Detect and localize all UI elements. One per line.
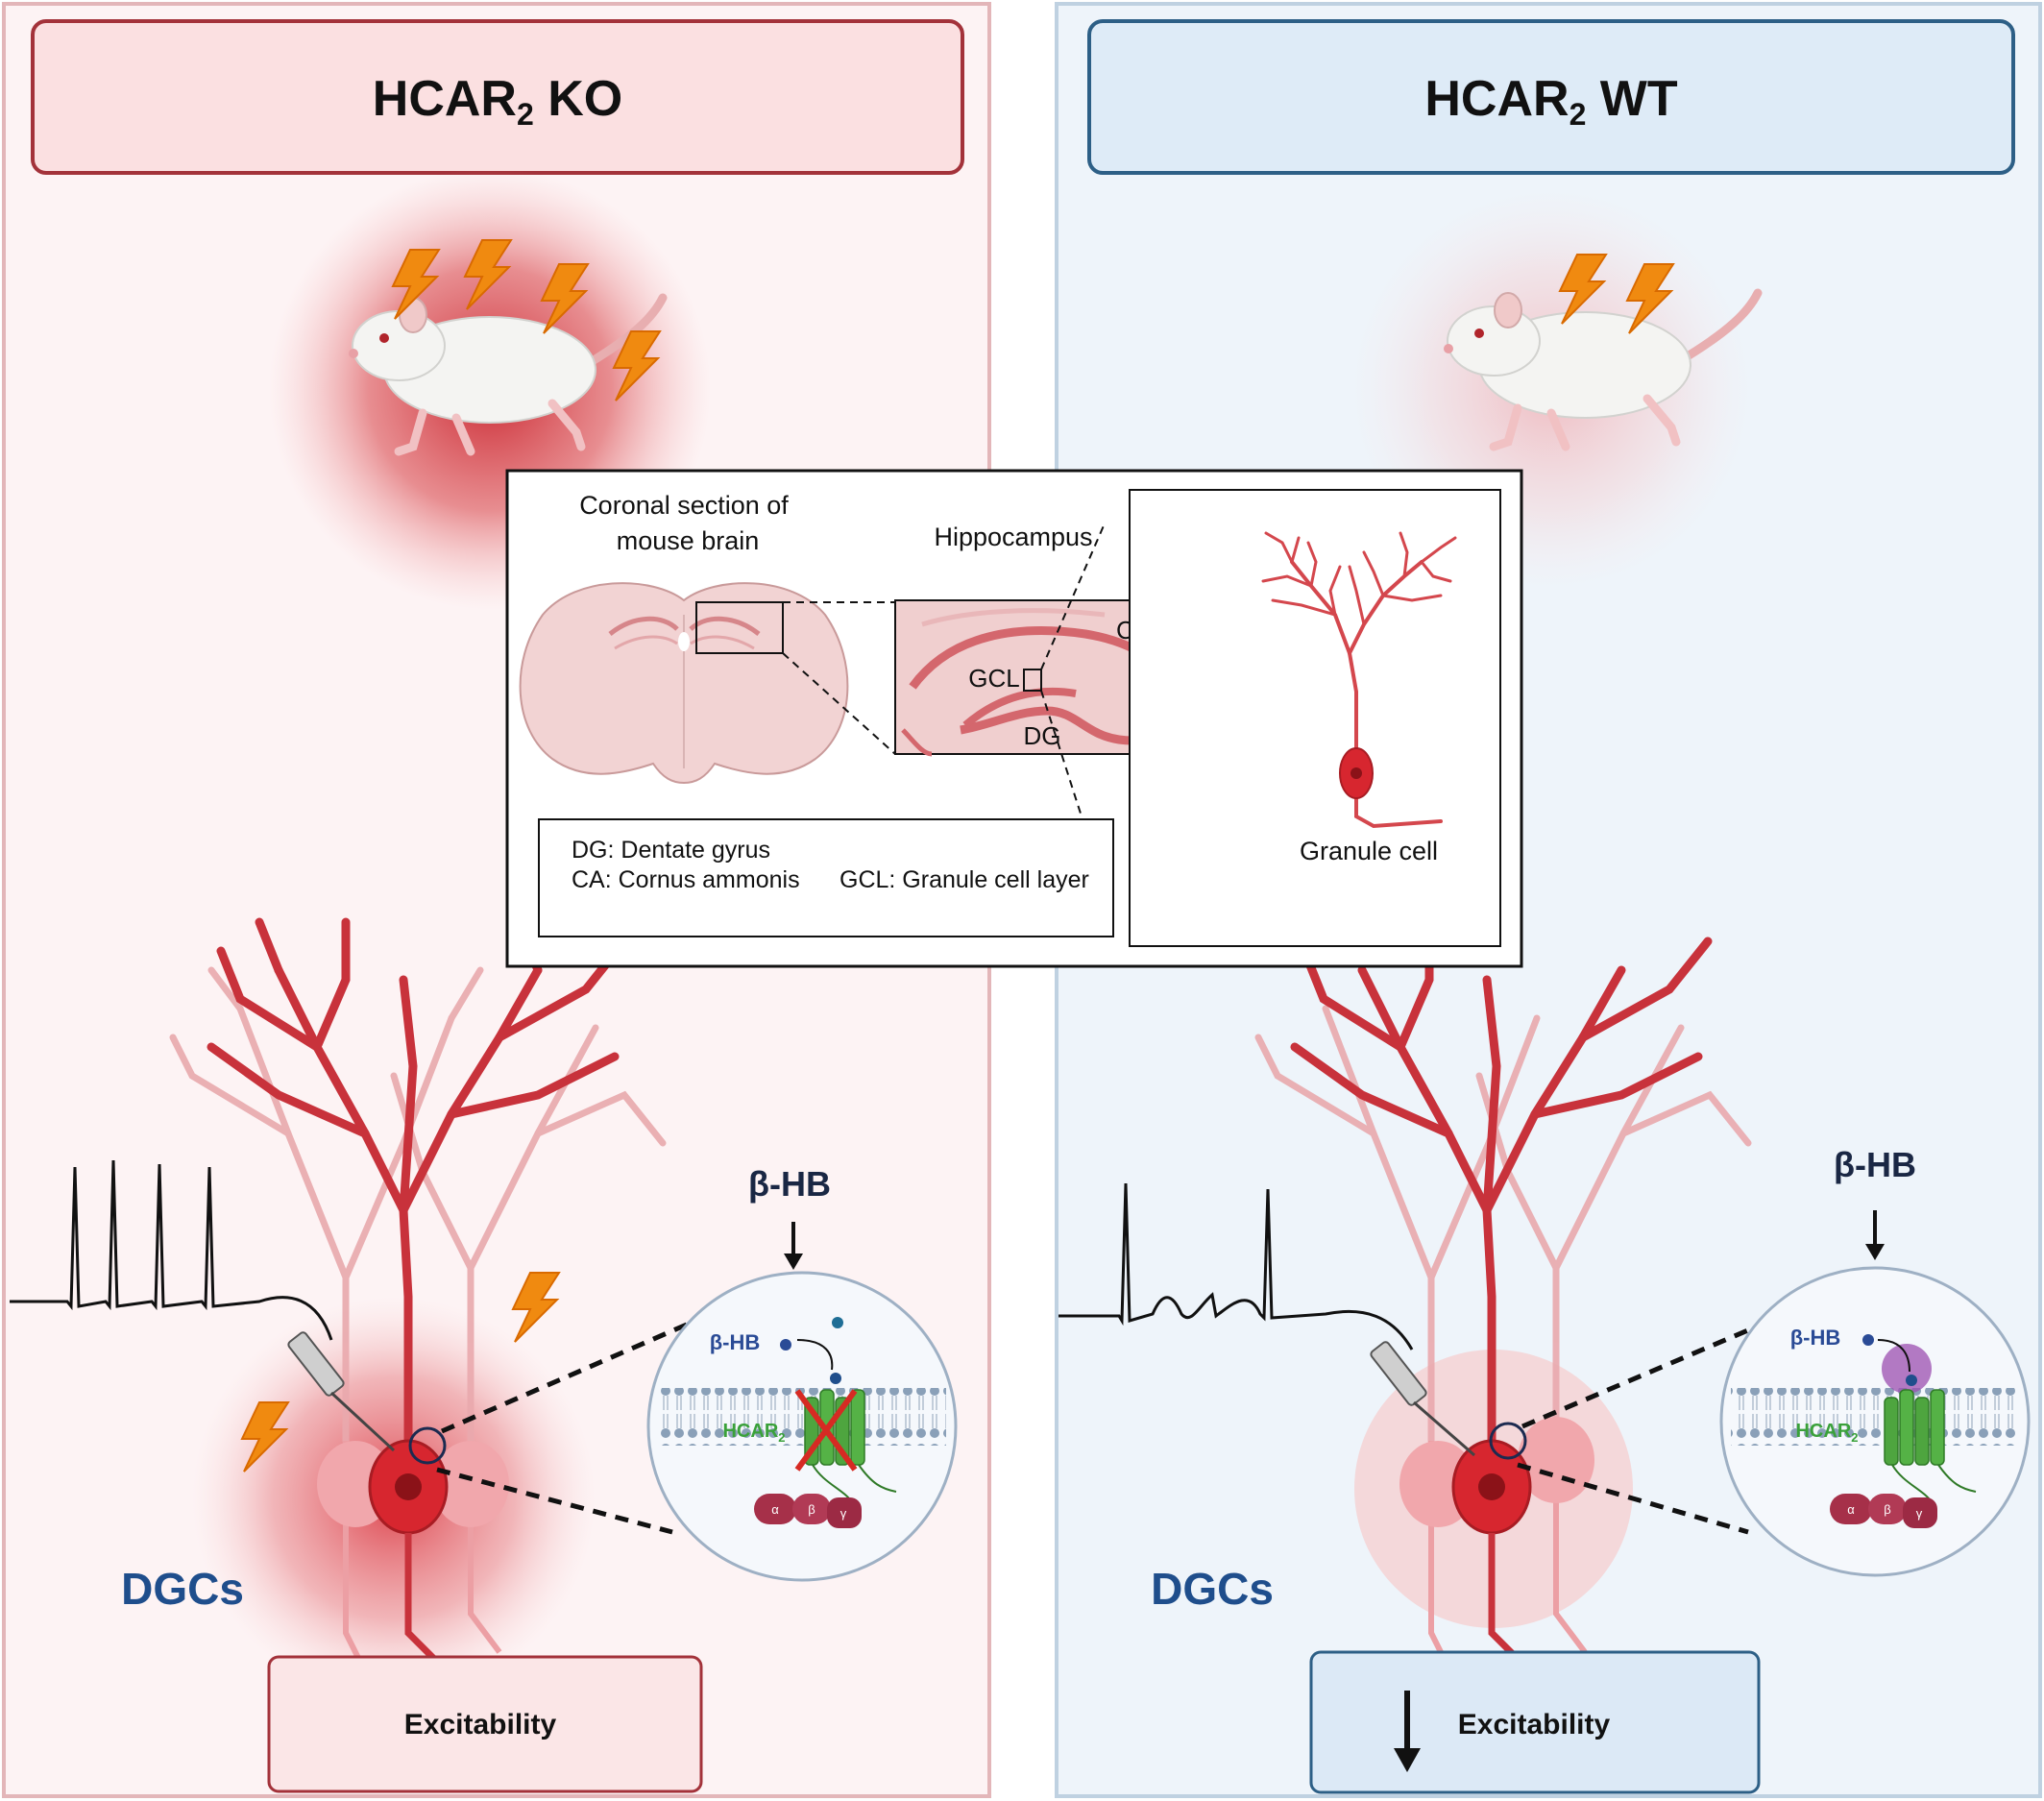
ko-outcome-box bbox=[267, 1655, 703, 1793]
ko-blocked-x-icon bbox=[794, 1389, 858, 1472]
legend-line-gcl: GCL: Granule cell layer bbox=[840, 866, 1089, 893]
granule-cell-icon bbox=[1261, 531, 1457, 829]
ko-dendrite-tree-icon bbox=[169, 917, 667, 1446]
svg-text:α: α bbox=[1847, 1502, 1855, 1517]
ko-membrane-zoom: β-HB HCAR2 α β γ bbox=[646, 1271, 958, 1582]
ko-zoom-circle bbox=[408, 1426, 447, 1465]
wt-zoom-circle bbox=[1489, 1422, 1527, 1460]
svg-text:β: β bbox=[1884, 1502, 1890, 1517]
wt-outcome-box bbox=[1309, 1650, 1761, 1794]
ko-receptor-label: HCAR2 bbox=[722, 1421, 785, 1445]
gcl-selection-box bbox=[1023, 669, 1042, 692]
wt-zoom-beta-hb: β-HB bbox=[1790, 1326, 1841, 1350]
legend-line-ca: CA: Cornus ammonis bbox=[572, 866, 800, 893]
wt-outcome-label: Excitability bbox=[1458, 1709, 1611, 1740]
legend-line-dg: DG: Dentate gyrus bbox=[572, 837, 770, 864]
abbreviation-legend bbox=[538, 818, 1114, 937]
ko-granule-cells bbox=[317, 1439, 596, 1692]
wt-title: HCAR2 WT bbox=[1424, 71, 1678, 132]
svg-text:γ: γ bbox=[1916, 1506, 1923, 1521]
ko-dgcs-label: DGCs bbox=[121, 1564, 244, 1614]
wt-beta-hb-label: β-HB bbox=[1834, 1145, 1916, 1184]
brain-title-line2: mouse brain bbox=[617, 526, 760, 555]
gcl-label: GCL bbox=[968, 664, 1019, 693]
wt-voltage-trace bbox=[1058, 1182, 1414, 1351]
ko-zoom-beta-hb: β-HB bbox=[710, 1330, 761, 1354]
hippocampus-label: Hippocampus bbox=[934, 523, 1092, 551]
dg-label: DG bbox=[1024, 721, 1061, 750]
ko-title: HCAR2 KO bbox=[373, 71, 622, 132]
wt-membrane-zoom: β-HB HCAR2 α β γ bbox=[1719, 1266, 2031, 1577]
ko-beta-hb-label: β-HB bbox=[748, 1164, 831, 1204]
coronal-brain-icon bbox=[519, 582, 849, 785]
ko-outcome-label: Excitability bbox=[404, 1709, 557, 1740]
wt-title-box bbox=[1087, 19, 2015, 175]
hippocampus-selection-box bbox=[695, 601, 784, 654]
ko-electrode-icon bbox=[287, 1331, 396, 1452]
granule-cell-label: Granule cell bbox=[1300, 837, 1438, 865]
brain-title-line1: Coronal section of bbox=[579, 491, 789, 520]
wt-binding-glow bbox=[1882, 1344, 1932, 1394]
svg-text:β: β bbox=[808, 1502, 815, 1517]
ko-voltage-trace bbox=[10, 1159, 333, 1341]
wt-dgcs-label: DGCs bbox=[1151, 1564, 1274, 1614]
svg-text:α: α bbox=[771, 1502, 779, 1517]
svg-text:γ: γ bbox=[840, 1506, 847, 1521]
wt-panel: HCAR2 WT bbox=[1055, 2, 2042, 1798]
hippocampus-inset: Coronal section of mouse brain Hippocamp… bbox=[505, 469, 1523, 968]
wt-receptor-label: HCAR2 bbox=[1795, 1421, 1858, 1445]
wt-electrode-icon bbox=[1370, 1341, 1475, 1457]
